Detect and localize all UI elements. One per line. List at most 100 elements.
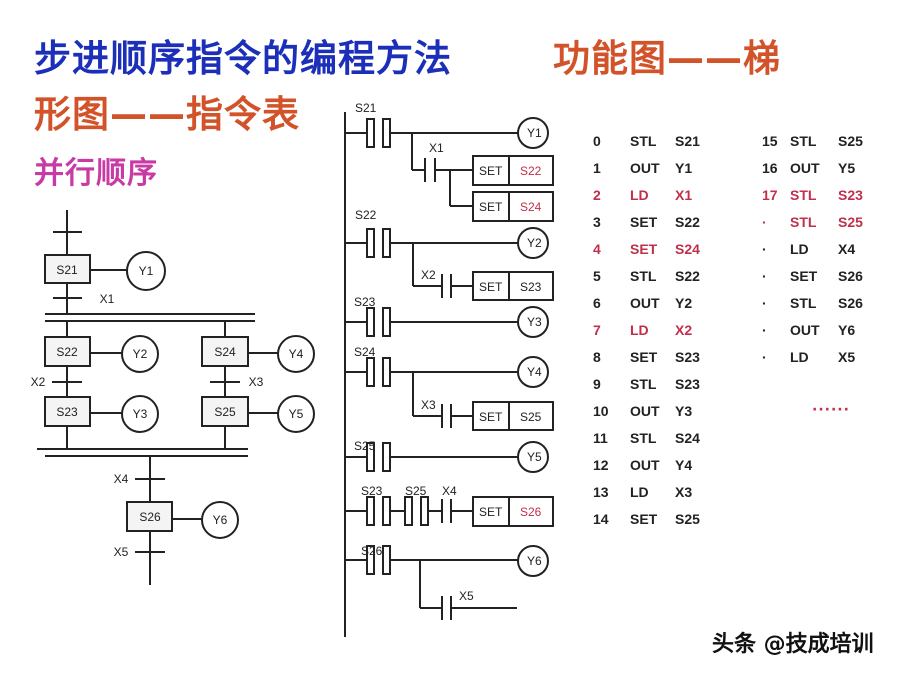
instruction-operand: Y4 (675, 457, 693, 473)
instruction-op: STL (630, 133, 657, 149)
ladder-set-label: SET (479, 280, 503, 294)
sfc-step-s22: S22 (56, 345, 78, 359)
instruction-step: 9 (593, 376, 601, 392)
instruction-step: · (762, 241, 767, 257)
instruction-op: LD (790, 241, 809, 257)
sfc-transition-x4: X4 (114, 472, 129, 486)
instruction-operand: S25 (838, 214, 863, 230)
ladder-coil-y3: Y3 (527, 315, 542, 329)
instruction-operand: X1 (675, 187, 693, 203)
ladder-set-target-s26: S26 (520, 505, 542, 519)
instruction-op: STL (630, 376, 657, 392)
ladder-coil-y1: Y1 (527, 126, 542, 140)
ladder-set-label: SET (479, 505, 503, 519)
instruction-step: 16 (762, 160, 778, 176)
title-method-part1: 功能图——梯 (553, 37, 781, 80)
instruction-step: · (762, 349, 767, 365)
sfc-step-s24: S24 (214, 345, 236, 359)
instruction-op: OUT (630, 403, 660, 419)
instruction-op: STL (790, 214, 817, 230)
ladder-contact-s26: S26 (361, 544, 383, 558)
instruction-operand: X2 (675, 322, 693, 338)
instruction-list-ellipsis: ······ (812, 402, 850, 418)
sfc-step-s23: S23 (56, 405, 78, 419)
sfc-output-y3: Y3 (133, 407, 148, 421)
sfc-transition-x3: X3 (249, 375, 264, 389)
instruction-op: STL (790, 295, 817, 311)
instruction-step: 17 (762, 187, 778, 203)
instruction-step: 6 (593, 295, 601, 311)
title-main: 步进顺序指令的编程方法 (34, 37, 452, 80)
ladder-set-target-s25: S25 (520, 410, 542, 424)
ladder-contact-x1: X1 (429, 141, 444, 155)
instruction-op: LD (630, 322, 649, 338)
ladder-contact-s23: S23 (361, 484, 383, 498)
ladder-contact-s25: S25 (354, 439, 376, 453)
ladder-set-target-s24: S24 (520, 200, 542, 214)
instruction-step: 0 (593, 133, 601, 149)
instruction-step: 13 (593, 484, 609, 500)
ladder-contact-x5: X5 (459, 589, 474, 603)
ladder-set-label: SET (479, 164, 503, 178)
ladder-contact-x3: X3 (421, 398, 436, 412)
instruction-step: 3 (593, 214, 601, 230)
instruction-operand: S24 (675, 430, 700, 446)
instruction-op: STL (630, 268, 657, 284)
instruction-step: 2 (593, 187, 601, 203)
instruction-step: 11 (593, 430, 608, 446)
instruction-operand: S23 (838, 187, 863, 203)
ladder-set-label: SET (479, 200, 503, 214)
ladder-contact-x4: X4 (442, 484, 457, 498)
sfc-step-s25: S25 (214, 405, 236, 419)
sfc-step-s21: S21 (56, 263, 78, 277)
instruction-operand: Y3 (675, 403, 693, 419)
instruction-op: STL (790, 133, 817, 149)
instruction-step: · (762, 295, 767, 311)
instruction-operand: S23 (675, 376, 700, 392)
instruction-op: SET (630, 214, 658, 230)
sfc-output-y6: Y6 (213, 513, 228, 527)
instruction-operand: Y1 (675, 160, 693, 176)
sfc-output-y2: Y2 (133, 347, 148, 361)
instruction-step: 4 (593, 241, 601, 257)
ladder-set-label: SET (479, 410, 503, 424)
ladder-contact-s24: S24 (354, 345, 376, 359)
ladder-contact-x2: X2 (421, 268, 436, 282)
sfc-output-y4: Y4 (289, 347, 304, 361)
instruction-operand: S23 (675, 349, 700, 365)
ladder-coil-y5: Y5 (527, 450, 542, 464)
instruction-operand: S26 (838, 295, 863, 311)
ladder-contact-s21: S21 (355, 101, 377, 115)
instruction-op: SET (790, 268, 818, 284)
instruction-op: OUT (630, 457, 660, 473)
instruction-step: · (762, 214, 767, 230)
instruction-op: OUT (630, 295, 660, 311)
ladder-contact-s23: S23 (354, 295, 376, 309)
instruction-op: OUT (790, 160, 820, 176)
ladder-set-target-s22: S22 (520, 164, 542, 178)
instruction-step: 1 (593, 160, 601, 176)
sfc-transition-x5: X5 (114, 545, 129, 559)
instruction-op: OUT (630, 160, 660, 176)
sfc-step-s26: S26 (139, 510, 161, 524)
instruction-op: STL (630, 430, 657, 446)
instruction-op: OUT (790, 322, 820, 338)
instruction-step: 7 (593, 322, 601, 338)
instruction-step: 12 (593, 457, 609, 473)
instruction-operand: S25 (838, 133, 863, 149)
ladder-set-target-s23: S23 (520, 280, 542, 294)
instruction-operand: S22 (675, 214, 700, 230)
instruction-operand: S21 (675, 133, 700, 149)
instruction-operand: S22 (675, 268, 700, 284)
sfc-transition-x1: X1 (100, 292, 115, 306)
instruction-operand: S26 (838, 268, 863, 284)
instruction-op: SET (630, 511, 658, 527)
instruction-op: LD (790, 349, 809, 365)
sfc-diagram (37, 210, 315, 585)
ladder-diagram (344, 112, 554, 637)
instruction-op: SET (630, 349, 658, 365)
ladder-coil-y6: Y6 (527, 554, 542, 568)
instruction-step: 15 (762, 133, 778, 149)
ladder-contact-s25: S25 (405, 484, 427, 498)
